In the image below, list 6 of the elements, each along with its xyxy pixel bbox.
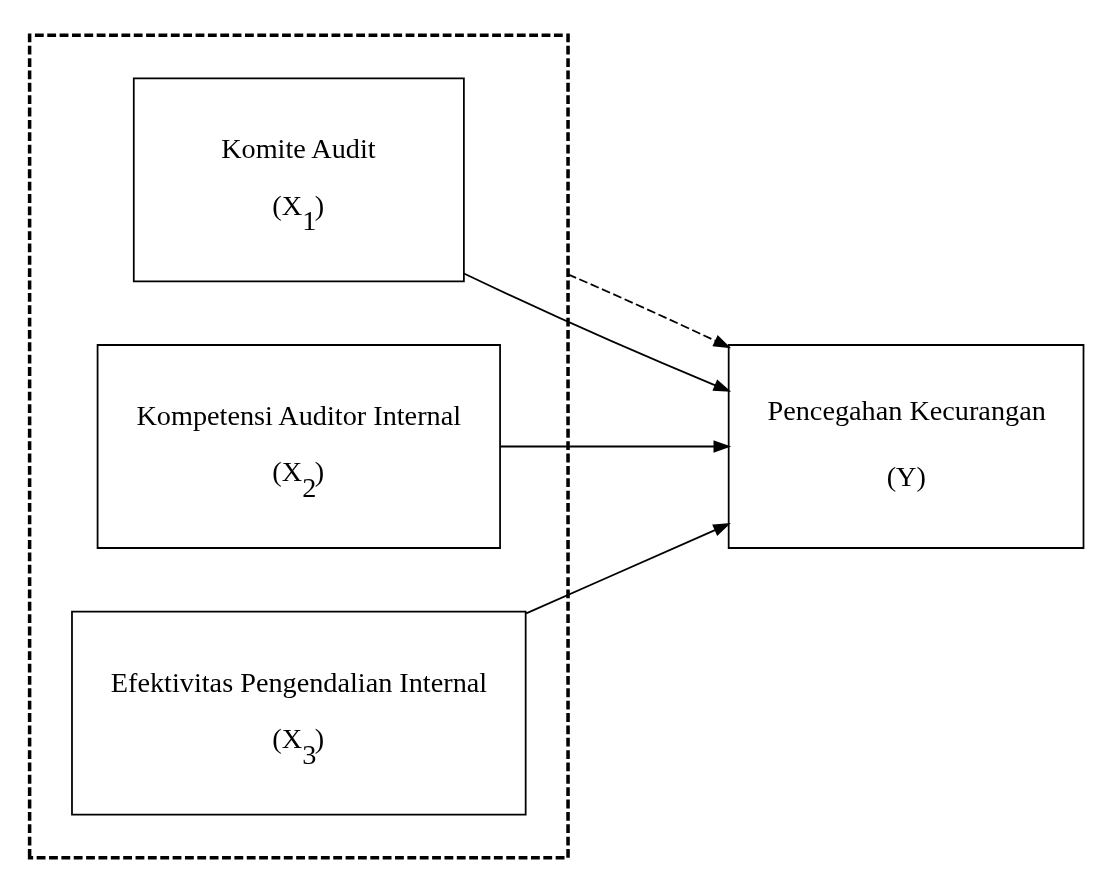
node-box: Pencegahan Kecurangan (Y)	[727, 344, 1085, 549]
arrow	[463, 272, 732, 392]
arrow	[499, 440, 732, 453]
arrow	[567, 273, 732, 349]
arrow	[525, 523, 731, 615]
cluster	[27, 33, 570, 860]
